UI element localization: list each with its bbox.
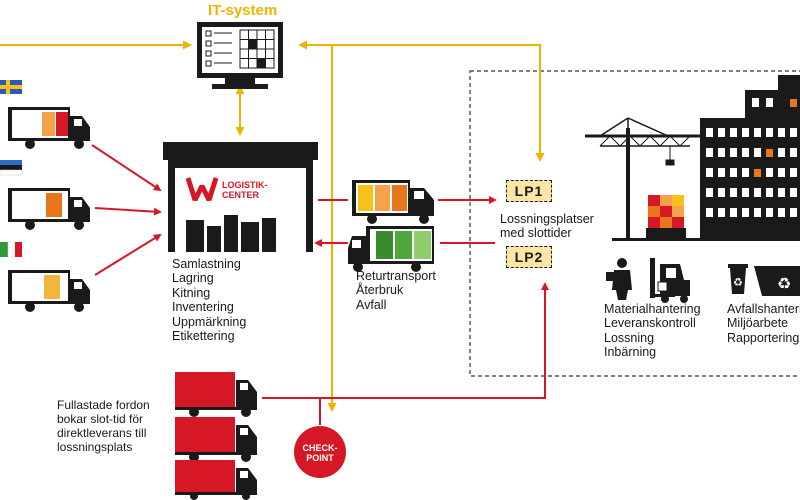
checkpoint-badge [294, 426, 346, 478]
truck-from-italy [8, 270, 90, 312]
full-load-truck-3 [175, 460, 257, 500]
flag-sweden-icon [0, 80, 22, 94]
lp1-badge: LP1 [506, 180, 552, 202]
checkpoint-label: CHECK- POINT [302, 443, 338, 463]
truck-return-green [348, 226, 434, 272]
logistics-center-building [163, 142, 318, 252]
flag-estonia-icon [0, 160, 23, 176]
unloading-caption: Lossningsplatser med slottider [500, 212, 594, 241]
logistics-center-logo-text: LOGISTIK- CENTER [222, 180, 268, 200]
truck-outbound-orange [352, 180, 434, 224]
truck-from-sweden [8, 107, 90, 149]
site-handling-label: Materialhantering Leveranskontroll Lossn… [604, 302, 701, 360]
logistics-center-functions: Samlastning Lagring Kitning Inventering … [172, 257, 247, 344]
arrow-it-to-center [94, 233, 162, 276]
arrow-ee-to-center [94, 207, 162, 216]
lp2-badge: LP2 [506, 246, 552, 268]
logistics-logo-icon [185, 177, 219, 202]
svg-text:♻: ♻ [733, 276, 743, 289]
full-load-truck-1 [175, 372, 257, 417]
arrow-lp-to-it [298, 40, 541, 160]
monitor-icon [197, 22, 283, 89]
forklift-icon [650, 258, 690, 303]
arrow-full-loads-to-lp2 [262, 282, 549, 399]
recycling-bin-icon: ♻ [728, 264, 748, 294]
site-boundary [469, 70, 800, 377]
full-load-truck-2 [175, 417, 257, 462]
building-under-construction [612, 75, 800, 241]
return-flow-label: Returtransport Återbruk Avfall [356, 269, 436, 312]
material-pallet [646, 195, 686, 238]
full-loads-caption: Fullastade fordon bokar slot-tid för dir… [57, 398, 150, 454]
it-system-title: IT-system [208, 2, 278, 19]
it-flow-arrows [0, 40, 545, 412]
waste-handling-label: Avfallshantering Miljöarbete Rapporterin… [727, 302, 800, 345]
recycling-container-icon: ♻ [754, 266, 800, 296]
flag-italy-icon [0, 241, 22, 258]
truck-from-estonia [8, 188, 90, 230]
goods-flow-arrows [91, 144, 549, 425]
svg-text:♻: ♻ [777, 274, 791, 293]
arrow-se-to-center [91, 144, 162, 192]
crane-icon [585, 117, 700, 238]
worker-icon [606, 258, 632, 300]
